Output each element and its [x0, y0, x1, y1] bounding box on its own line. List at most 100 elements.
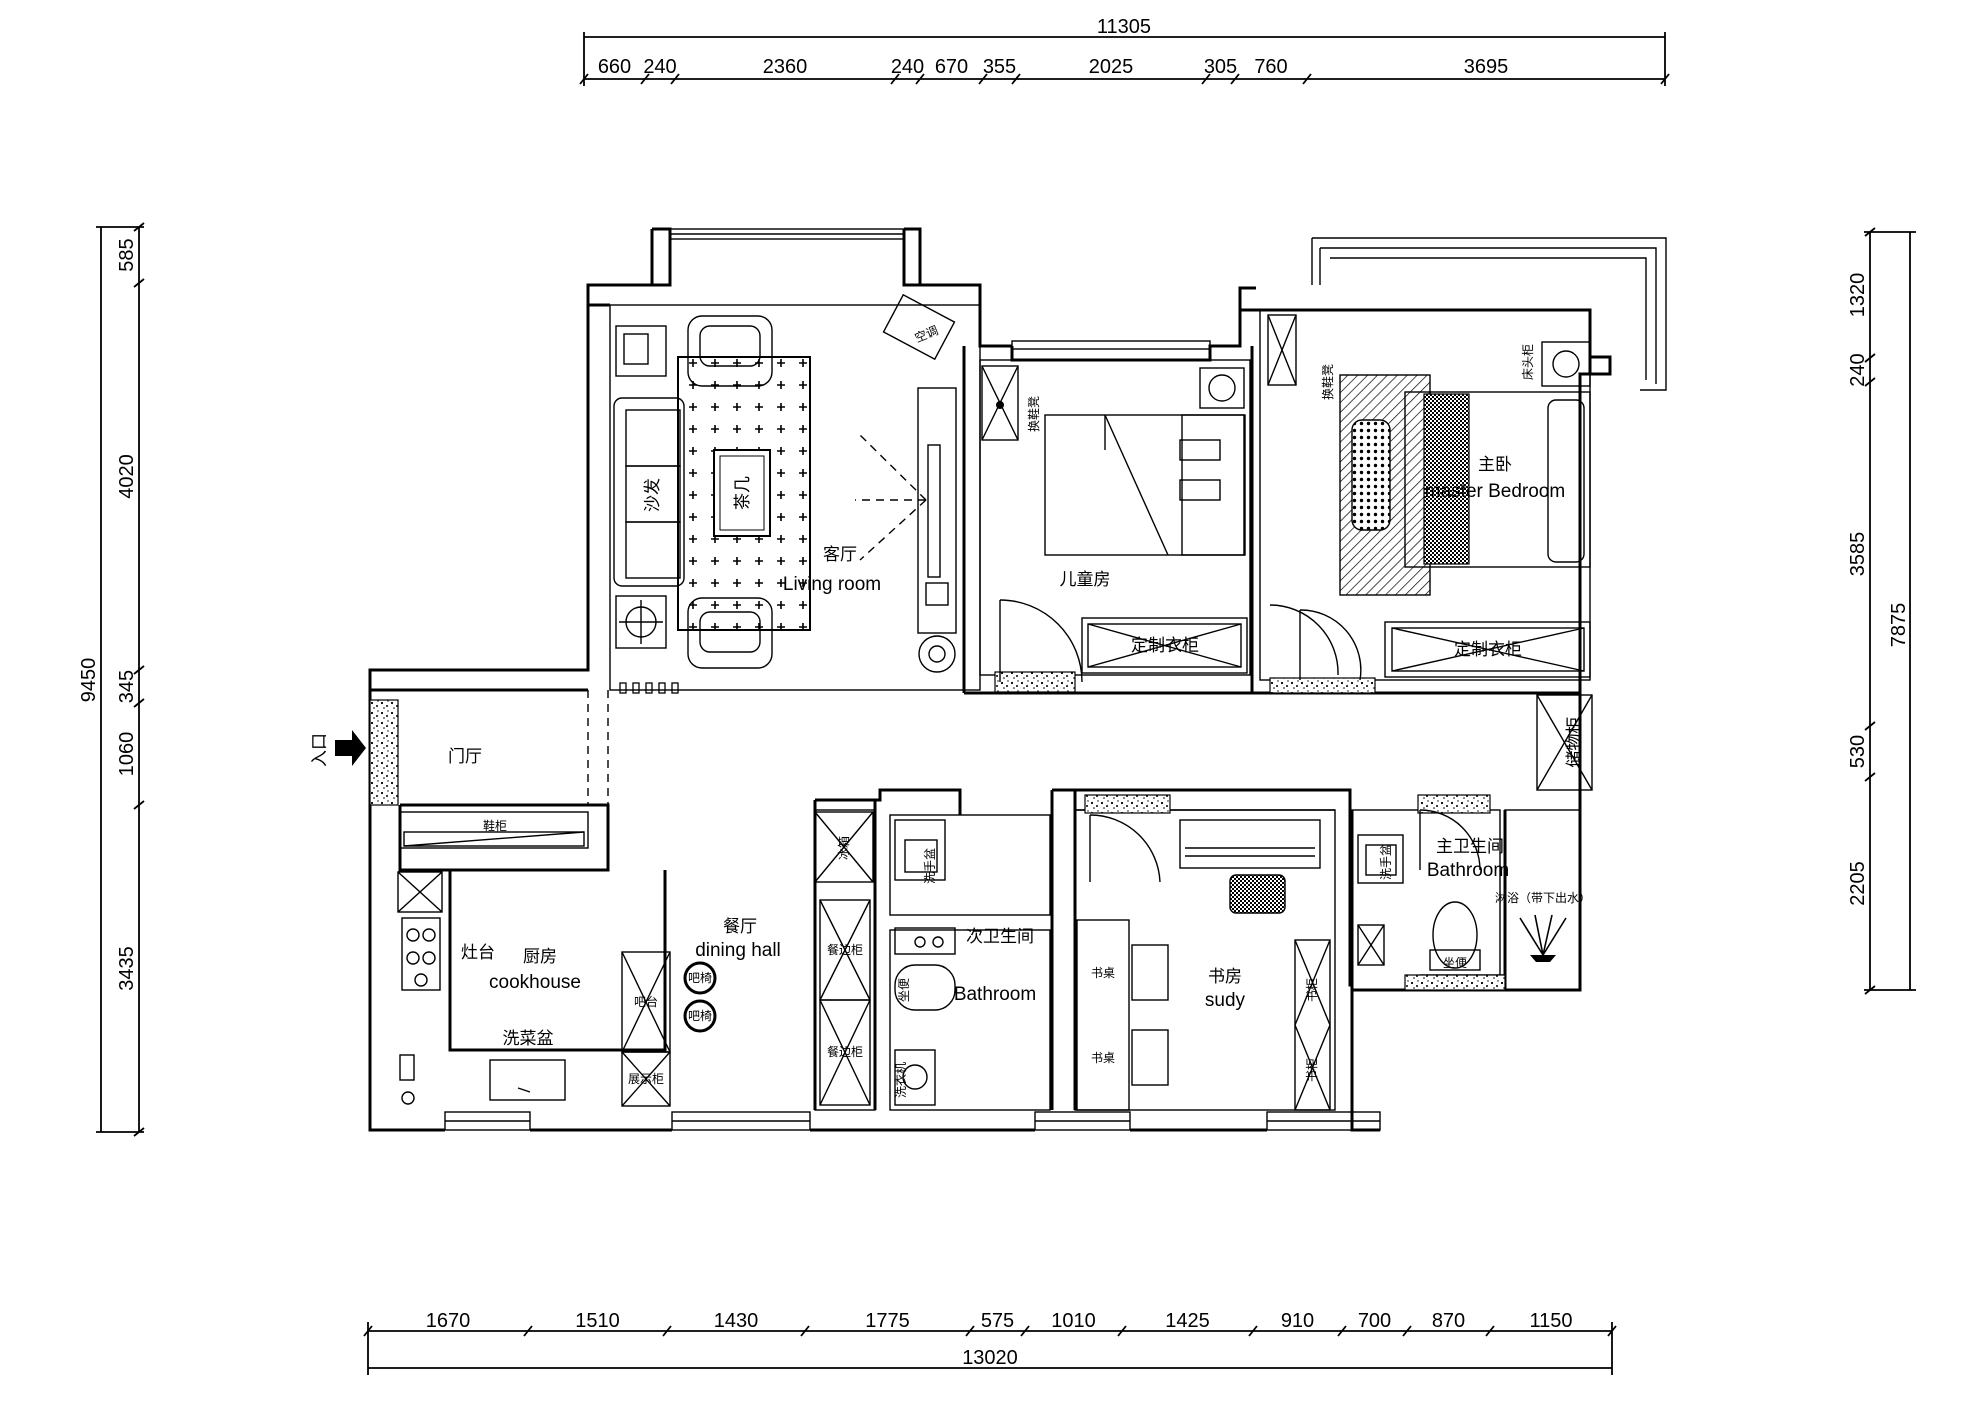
kids-room-cn: 儿童房: [1060, 570, 1111, 589]
dimension-tick: [1660, 73, 1670, 85]
storage-cabinet: 储物柜: [1536, 694, 1593, 791]
dimension-tick: [978, 73, 988, 85]
dimension-label: 240: [643, 56, 676, 78]
dimension-tick: [670, 73, 680, 85]
dimension-label: 700: [1358, 1310, 1391, 1332]
dimension-tick: [133, 278, 145, 288]
kitchen-en: cookhouse: [489, 972, 581, 993]
dimension-label: 345: [116, 670, 138, 703]
hand-basin-2-label: 洗手盆: [923, 848, 937, 884]
dimension-label: 530: [1847, 735, 1869, 768]
kitchen-cn: 厨房: [523, 947, 557, 966]
kids-wardrobe-label: 定制衣柜: [1131, 636, 1199, 655]
dimension-label: 1010: [1051, 1310, 1096, 1332]
dimension-label: 305: [1204, 56, 1237, 78]
dimension-tick: [1302, 73, 1312, 85]
dimension-label: 575: [981, 1310, 1014, 1332]
dimension-tick: [1117, 1325, 1127, 1337]
dimension-label: 240: [891, 56, 924, 78]
ac-label: 空调: [913, 323, 941, 345]
study: 书桌 书桌 书柜 书柜 书房 sudy: [1076, 814, 1331, 1111]
windows: [444, 974, 1506, 1131]
dimension-tick: [1864, 985, 1876, 995]
living-room-cn: 客厅: [823, 545, 857, 564]
dimension-label: 3695: [1464, 56, 1509, 78]
dimension-tick: [133, 222, 145, 232]
bar-stool-2-label: 吧椅: [688, 1009, 712, 1023]
dimension-label: 355: [983, 56, 1016, 78]
living-room: 茶几 沙发 空调 客厅: [587, 293, 957, 805]
master-wardrobe-label: 定制衣柜: [1454, 640, 1522, 659]
dining-hall: 吧椅 吧椅 餐厅 dining hall 冰箱 餐边柜 餐边柜: [683, 811, 874, 1106]
dimension-label: 3585: [1847, 532, 1869, 577]
dimension-tick: [133, 665, 145, 675]
dimension-label: 760: [1254, 56, 1287, 78]
master-bedroom-cn: 主卧: [1478, 455, 1512, 474]
kids-room: 换鞋凳 定制衣柜 儿童房: [981, 365, 1248, 683]
dimension-label: 585: [116, 238, 138, 271]
sideboard-1-label: 餐边柜: [827, 942, 863, 957]
dim-right-total: 7875: [1888, 603, 1910, 648]
dimension-tick: [662, 1325, 672, 1337]
dimension-label: 3435: [116, 946, 138, 991]
stove-label: 灶台: [461, 943, 495, 962]
dimension-tick: [1011, 73, 1021, 85]
dimension-label: 1670: [426, 1310, 471, 1332]
fridge-label: 冰箱: [836, 836, 851, 860]
master-bath-cn: 主卫生间: [1436, 837, 1504, 856]
study-en: sudy: [1205, 990, 1246, 1011]
master-bedroom-en: master Bedroom: [1425, 481, 1565, 502]
dimension-tick: [890, 73, 900, 85]
column-hatch: [369, 671, 1506, 991]
dimension-tick: [1020, 1325, 1030, 1337]
wash-basin-label: 洗菜盆: [503, 1029, 554, 1048]
dimension-tick: [1864, 377, 1876, 387]
dimension-label: 1510: [575, 1310, 620, 1332]
bath2-cn: 次卫生间: [966, 927, 1034, 946]
dimension-tick: [1607, 1325, 1617, 1337]
toilet-2-label: 坐便: [897, 978, 911, 1002]
dim-top-total: 11305: [1097, 16, 1151, 38]
dimension-tick: [1201, 73, 1211, 85]
dimension-tick: [800, 1325, 810, 1337]
master-shoe-bench-label: 换鞋凳: [1320, 364, 1335, 400]
living-room-en: Living room: [783, 574, 881, 595]
dimension-label: 1060: [116, 732, 138, 777]
master-bath-en: Bathroom: [1427, 860, 1509, 881]
tea-table-label: 茶几: [733, 476, 752, 510]
bath2-en: Bathroom: [954, 984, 1036, 1005]
dimension-label: 1430: [714, 1310, 759, 1332]
dimension-tick: [523, 1325, 533, 1337]
dimension-tick: [363, 1325, 373, 1337]
sofa-label: 沙发: [643, 478, 662, 512]
dimension-label: 1150: [1529, 1310, 1572, 1332]
dimension-tick: [1230, 73, 1240, 85]
dimension-tick: [1402, 1325, 1412, 1337]
dimension-label: 2360: [763, 56, 808, 78]
desk-2-label: 书桌: [1091, 1051, 1115, 1065]
dimension-tick: [965, 1325, 975, 1337]
master-bedroom: 换鞋凳 床头柜 定制衣柜 主卧 master Bedroom: [1267, 314, 1591, 681]
storage-label: 储物柜: [1565, 717, 1584, 768]
foyer: 入口 门厅 鞋柜: [310, 730, 589, 849]
bookcase-1-label: 书柜: [1305, 978, 1319, 1002]
shower-label: 淋浴（带下出水）: [1495, 891, 1591, 905]
master-bathroom: 洗手盆 坐便 主卫生间 Bathroom 淋浴（带下出水）: [1357, 809, 1591, 971]
shoe-rack-label: 鞋柜: [483, 818, 507, 833]
dimension-tick: [1485, 1325, 1495, 1337]
display-cabinet-label: 展示柜: [628, 1072, 664, 1086]
dimension-tick: [1337, 1325, 1347, 1337]
dimension-tick: [1864, 772, 1876, 782]
kids-shoe-bench-label: 换鞋凳: [1026, 396, 1041, 432]
dimension-tick: [579, 73, 589, 85]
bar-stool-1-label: 吧椅: [688, 971, 712, 985]
door-swings: [1269, 604, 1339, 676]
dimension-tick: [1248, 1325, 1258, 1337]
entry-label: 入口: [310, 733, 329, 767]
study-cn: 书房: [1208, 967, 1242, 986]
hand-basin-master-label: 洗手盆: [1379, 844, 1393, 880]
dimension-tick: [133, 800, 145, 810]
dimension-label: 1320: [1847, 273, 1869, 318]
